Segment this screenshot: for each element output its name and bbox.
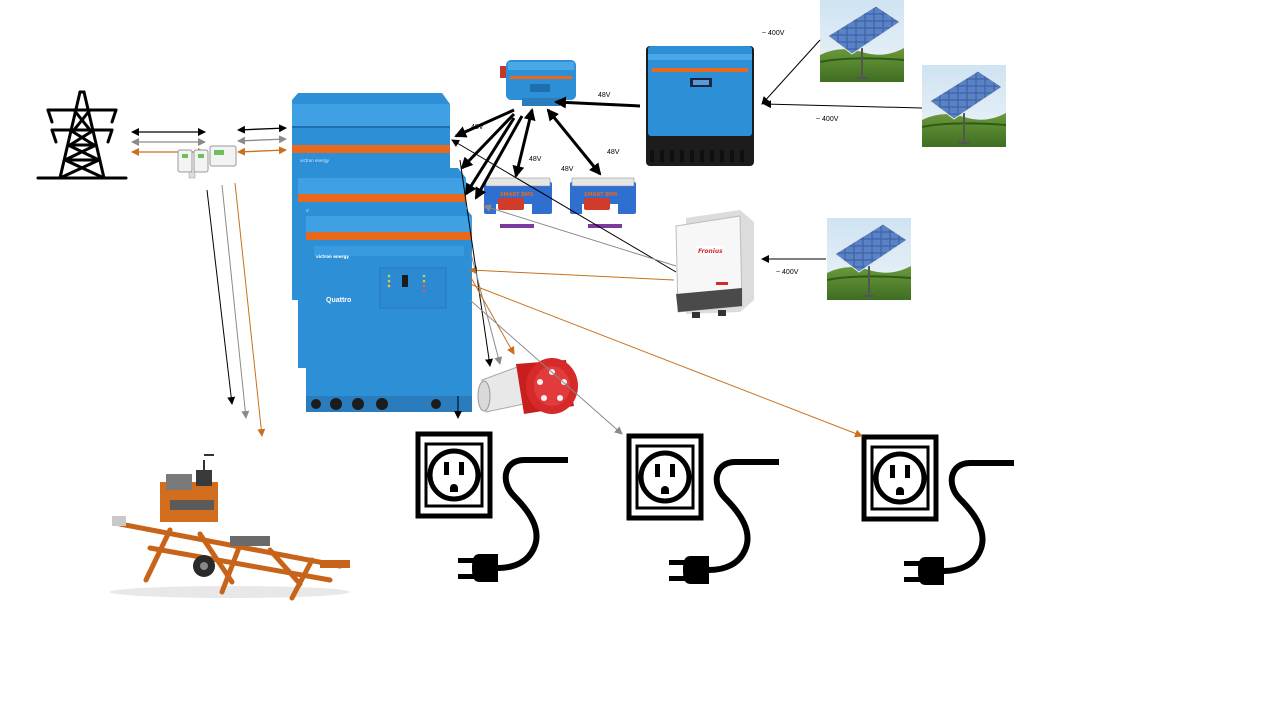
dc-label-48v-2: 48V [598, 92, 611, 99]
lithium-battery-icon-2: SMART BMS [570, 177, 636, 228]
solar-array-icon-2 [922, 65, 1006, 147]
power-outlet-icon-2 [629, 436, 779, 584]
pv-input-lines [761, 39, 923, 263]
inverter-model-label: Quattro [326, 297, 351, 304]
quattro-inverter-stack: victron energy victron energy victron en… [292, 93, 472, 412]
ac-output-lines [454, 159, 863, 438]
cee-plug-icon [477, 358, 578, 414]
pv-label-400v-3: ~ 400V [776, 269, 799, 276]
power-pylon-icon [36, 90, 128, 180]
solar-array-icon-1 [820, 0, 904, 82]
grid-tie-inverter-icon: Fronius [675, 210, 754, 318]
dc-label-48v-3: 48V [529, 156, 542, 163]
power-outlet-icon-3 [864, 437, 1014, 585]
dc-label-48v-4: 48V [607, 149, 620, 156]
inverter-unit-3: victron energy Quattro [306, 206, 472, 412]
grid-feed-lines [131, 124, 287, 156]
battery-badge-2: SMART BMS [584, 192, 618, 198]
battery-badge-1: SMART BMS [500, 192, 534, 198]
solar-array-icon-3 [827, 218, 911, 300]
power-outlet-icon-1 [418, 434, 568, 582]
grid-tie-brand: Fronius [698, 248, 723, 255]
pv-label-400v-1: ~ 400V [762, 30, 785, 37]
inverter-brand-3: victron energy [316, 254, 349, 259]
sawmill-feed-lines [206, 182, 266, 437]
pv-label-400v-2: ~ 400V [816, 116, 839, 123]
energy-meter-icon [177, 145, 237, 179]
mppt-charger-icon [646, 46, 754, 166]
grid-tie-ac-lines [451, 139, 677, 281]
portable-sawmill-icon [110, 454, 350, 601]
dc-bus-lines [454, 96, 641, 200]
dc-label-48v-1: 48V [471, 124, 484, 131]
lithium-battery-icon-1: SMART BMS [484, 177, 552, 228]
dc-label-48v-5: 48V [561, 166, 574, 173]
gx-controller-icon [500, 60, 576, 106]
inverter-brand-1: victron energy [300, 158, 330, 163]
